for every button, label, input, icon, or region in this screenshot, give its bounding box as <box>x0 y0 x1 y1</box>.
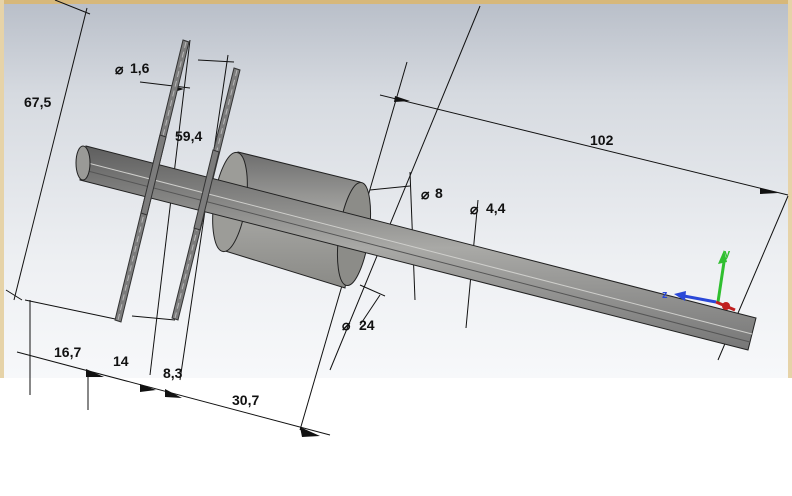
symbol-diameter-8: ⌀ <box>421 186 430 202</box>
y-axis <box>716 261 726 303</box>
symbol-diameter-24: ⌀ <box>342 317 351 333</box>
window-frame-left <box>0 0 4 378</box>
symbol-diameter-4-4: ⌀ <box>470 201 479 217</box>
dim-30-7: 30,7 <box>232 392 259 408</box>
dim-8: 8 <box>435 185 443 201</box>
z-axis-label: z <box>662 289 668 301</box>
shaft[interactable] <box>75 145 757 351</box>
dim-59-4: 59,4 <box>175 128 202 144</box>
dim-14: 14 <box>113 353 129 369</box>
dim-8-3: 8,3 <box>163 365 183 381</box>
axis-triad: y z <box>662 248 736 312</box>
window-frame-top <box>0 0 792 4</box>
blank-area <box>0 378 792 491</box>
dimension-arrows <box>86 86 778 437</box>
dim-1-6: 1,6 <box>130 60 150 76</box>
pin-left-front <box>140 134 167 216</box>
dim-16-7: 16,7 <box>54 344 81 360</box>
dim-4-4: 4,4 <box>486 200 506 216</box>
dim-24: 24 <box>359 317 375 333</box>
window-frame-right <box>788 0 792 378</box>
y-axis-label: y <box>724 248 731 260</box>
dim-67-5: 67,5 <box>24 94 51 110</box>
symbol-diameter-1-6: ⌀ <box>115 61 124 77</box>
pin-right-front <box>193 149 220 231</box>
z-axis <box>683 294 717 304</box>
dim-102: 102 <box>590 132 614 148</box>
